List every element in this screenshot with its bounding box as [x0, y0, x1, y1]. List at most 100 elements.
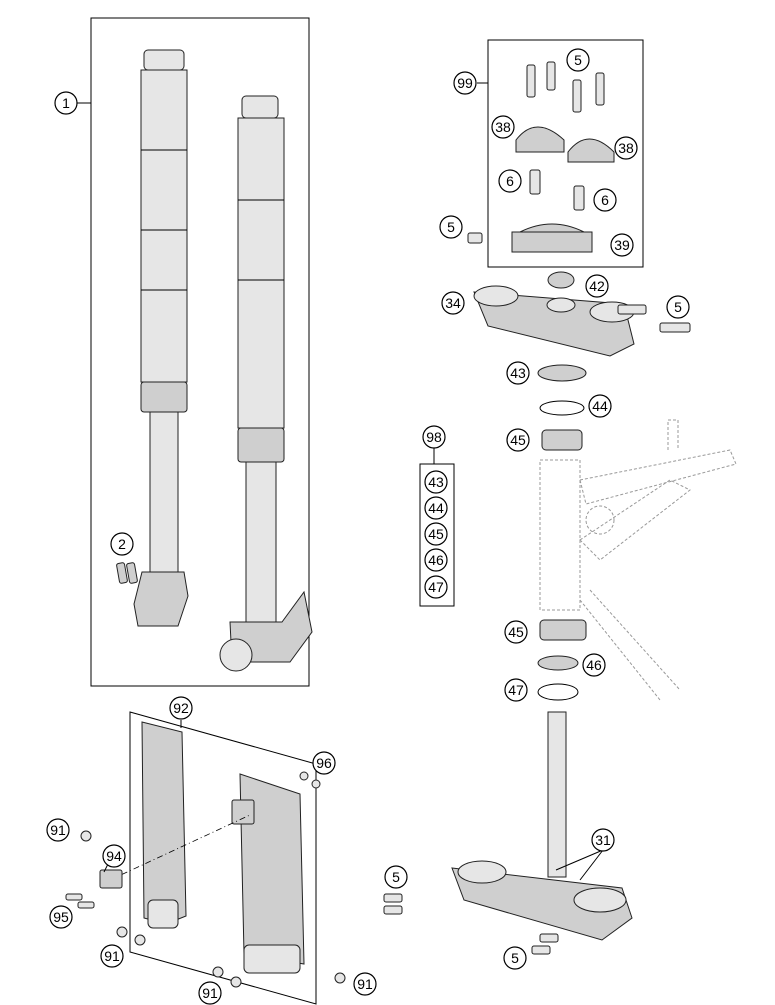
steering-nut	[547, 271, 575, 289]
callout-2: 2	[110, 532, 134, 556]
callout-1-label: 1	[62, 95, 70, 111]
callout-91-bottom: 91	[198, 981, 222, 1005]
kit-callout-47: 47	[424, 575, 448, 599]
frame-outline	[539, 419, 737, 701]
o-ring-bottom	[537, 683, 579, 701]
callout-34-label: 34	[445, 295, 461, 311]
callout-91-top-label: 91	[50, 822, 66, 838]
guard-bracket	[99, 869, 123, 889]
callout-5-right-label: 5	[674, 299, 682, 315]
callout-47: 47	[504, 678, 528, 702]
kit-callout-47-label: 47	[428, 579, 444, 595]
callout-5-top-label: 5	[574, 52, 582, 68]
callout-91-top: 91	[46, 818, 70, 842]
callout-5-lower-left-label: 5	[392, 869, 400, 885]
callout-5-bottom-label: 5	[511, 950, 519, 966]
callout-43: 43	[506, 361, 530, 385]
lower-triple-clamp	[451, 711, 633, 941]
o-ring-top	[539, 400, 585, 416]
callout-38-right-label: 38	[618, 140, 634, 156]
kit-callout-45: 45	[424, 522, 448, 546]
callout-6-right-label: 6	[601, 192, 609, 208]
callout-99-label: 99	[457, 75, 473, 91]
kit-box	[419, 463, 455, 607]
callout-91-bottom-label: 91	[202, 985, 218, 1001]
clamp-caps	[515, 126, 615, 163]
kit-callout-43-label: 43	[428, 474, 444, 490]
callout-43-label: 43	[510, 365, 526, 381]
callout-92-label: 92	[173, 700, 189, 716]
callout-5-left-label: 5	[447, 219, 455, 235]
callout-46: 46	[582, 653, 606, 677]
callout-98: 98	[422, 425, 446, 449]
callout-46-label: 46	[586, 657, 602, 673]
fork-guard-left	[141, 721, 187, 929]
callout-5-lower-left: 5	[384, 865, 408, 889]
callout-31: 31	[591, 828, 615, 852]
dust-seal	[537, 364, 587, 382]
callout-45-top-label: 45	[510, 432, 526, 448]
callout-91-right-label: 91	[357, 976, 373, 992]
callout-42: 42	[585, 274, 609, 298]
bearing-bottom	[539, 619, 587, 641]
clamp-base	[511, 223, 593, 253]
handlebar-clamp-box	[487, 39, 644, 268]
seal-bottom	[537, 655, 579, 671]
callout-45-top: 45	[506, 428, 530, 452]
callout-5-bottom: 5	[503, 946, 527, 970]
callout-45-bottom: 45	[504, 620, 528, 644]
fork-guard-box	[129, 711, 317, 1005]
callout-94: 94	[102, 844, 126, 868]
callout-5-left: 5	[439, 215, 463, 239]
right-fork-leg	[219, 95, 313, 672]
callout-38-left-label: 38	[495, 119, 511, 135]
upper-triple-clamp	[473, 285, 635, 357]
callout-6-left: 6	[498, 169, 522, 193]
kit-callout-44-label: 44	[428, 500, 444, 516]
clamp-bolt-a	[617, 304, 647, 315]
callout-95-label: 95	[53, 909, 69, 925]
callout-1: 1	[54, 91, 78, 115]
callout-45-bottom-label: 45	[508, 624, 524, 640]
callout-91-right: 91	[353, 972, 377, 996]
callout-47-label: 47	[508, 682, 524, 698]
callout-44-label: 44	[592, 398, 608, 414]
bearing-top	[541, 429, 583, 451]
callout-34: 34	[441, 291, 465, 315]
callout-96-label: 96	[316, 755, 332, 771]
clamp-bolts	[526, 61, 605, 113]
callout-2-label: 2	[118, 536, 126, 552]
kit-callout-46-label: 46	[428, 552, 444, 568]
callout-31-label: 31	[595, 832, 611, 848]
callout-95: 95	[49, 905, 73, 929]
callout-5-top: 5	[566, 48, 590, 72]
callout-91-mid-label: 91	[104, 948, 120, 964]
callout-39-label: 39	[614, 237, 630, 253]
callout-6-right: 6	[593, 188, 617, 212]
loose-screw	[467, 232, 483, 244]
callout-6-left-label: 6	[506, 173, 514, 189]
left-fork-leg	[116, 49, 189, 627]
clamp-bolt-b	[659, 322, 691, 333]
guard-hardware	[65, 771, 346, 988]
callout-98-label: 98	[426, 429, 442, 445]
callout-39: 39	[610, 233, 634, 257]
callout-44: 44	[588, 394, 612, 418]
callout-99: 99	[453, 71, 477, 95]
kit-callout-45-label: 45	[428, 526, 444, 542]
callout-91-mid: 91	[100, 944, 124, 968]
callout-92: 92	[169, 696, 193, 720]
clamp-screws	[529, 169, 585, 211]
callout-96: 96	[312, 751, 336, 775]
callout-5-right: 5	[666, 295, 690, 319]
lower-clamp-bolts	[383, 893, 559, 955]
callout-42-label: 42	[589, 278, 605, 294]
callout-38-left: 38	[491, 115, 515, 139]
kit-callout-44: 44	[424, 496, 448, 520]
kit-callout-46: 46	[424, 548, 448, 572]
fork-assembly-box	[90, 17, 310, 687]
callout-94-label: 94	[106, 848, 122, 864]
kit-callout-43: 43	[424, 470, 448, 494]
callout-38-right: 38	[614, 136, 638, 160]
